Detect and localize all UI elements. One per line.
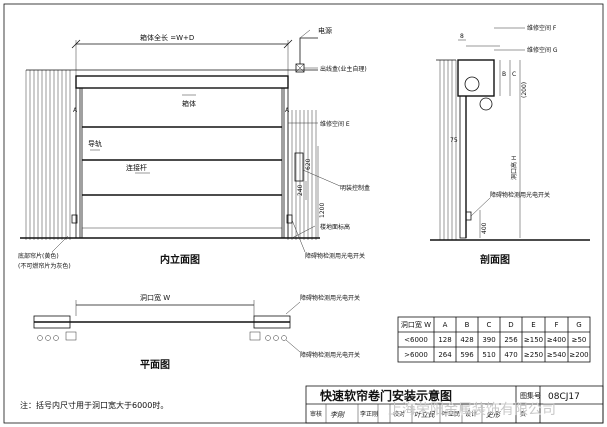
elevation-caption: 内立面图 <box>160 253 200 266</box>
table-cell: 470 <box>504 351 517 359</box>
bottom-curtain <box>81 227 283 239</box>
table-header-cell: D <box>508 321 513 329</box>
table-cell: 428 <box>460 336 473 344</box>
table-cell: 128 <box>438 336 451 344</box>
table-header-cell: 洞口宽 W <box>401 320 431 329</box>
table-cell: 390 <box>482 336 495 344</box>
atlas-label: 图集号 <box>520 391 541 400</box>
table-cell: 264 <box>438 351 452 359</box>
dim-c: C <box>512 71 516 78</box>
table-header-cell: E <box>531 321 535 329</box>
table-cell: <6000 <box>404 336 428 344</box>
plan-sensor-label-bottom: 障碍物检测用光电开关 <box>300 351 360 359</box>
outlet-label: 出线盒(业主自理) <box>320 65 367 73</box>
table-header-cell: C <box>487 321 492 329</box>
table-header-cell: B <box>465 321 470 329</box>
plan-view <box>33 300 301 353</box>
left-wall-hatch <box>25 70 71 240</box>
drawing-title: 快速软帘卷门安装示意图 <box>320 388 452 403</box>
section-box <box>457 59 495 97</box>
table-header-cell: F <box>554 321 558 329</box>
plan-caption: 平面图 <box>140 359 170 371</box>
plan-dim-w: 洞口宽 W <box>140 293 170 302</box>
roll-drum <box>464 76 480 92</box>
dimension-table <box>397 316 591 363</box>
table-header-cell: A <box>443 321 448 329</box>
motor-icon <box>479 97 493 111</box>
rail-label: 导轨 <box>88 139 102 148</box>
review-name: 李正刚 <box>360 410 378 418</box>
section-caption: 剖面图 <box>480 253 510 266</box>
bottom-curtain-label: 底部帘片(黄色) <box>18 252 59 260</box>
table-cell: 510 <box>482 351 495 359</box>
page-label: 页 <box>520 411 526 418</box>
dim-width-label: 箱体全长 =W+D <box>140 33 194 42</box>
mark-a-left: A <box>73 107 78 114</box>
check-label: 校对 <box>393 410 405 418</box>
dim-1200: 1200 <box>319 203 326 218</box>
check-name: 叶立民 <box>442 410 460 418</box>
headbox <box>75 75 289 89</box>
signature-check: 叶立民 <box>414 411 436 419</box>
table-cell: >6000 <box>404 351 428 359</box>
floor-elevation-label: 楼地面标高 <box>320 223 350 231</box>
photo-sensor-left <box>71 214 78 224</box>
dim-620: 620 <box>305 158 312 170</box>
section-rail <box>459 95 467 239</box>
service-e-label: 维修空间 E <box>320 120 350 128</box>
table-cell: ≥250 <box>524 351 543 359</box>
watermark-text: 上海荣阳金属装饰有限公司 <box>388 402 556 418</box>
curtain-note-label: (不可燃帘片为灰色) <box>18 262 71 270</box>
title-block <box>305 385 604 424</box>
table-cell: ≥200 <box>569 351 588 359</box>
sensor-label-elevation: 障碍物检测用光电开关 <box>305 252 365 260</box>
dim-200: (200) <box>521 82 528 98</box>
sheet-frame <box>3 3 604 424</box>
power-label: 电源 <box>318 26 332 35</box>
design-label: 设计 <box>465 410 477 418</box>
dimension-table-text: 洞口宽 W A B C D E F G <6000 128 428 390 256 ≥150 ≥400 ≥50… <box>401 320 589 359</box>
table-cell: 256 <box>504 336 518 344</box>
sensor-label-section: 障碍物检测用光电开关 <box>490 191 550 199</box>
control-box <box>294 152 304 182</box>
dim-8: 8 <box>460 33 464 40</box>
service-g-label: 维修空间 G <box>527 46 558 54</box>
table-cell: ≥150 <box>524 336 543 344</box>
table-header-cell: G <box>576 321 581 329</box>
dim-400: 400 <box>481 222 488 234</box>
dim-75: 75 <box>450 137 458 144</box>
signature-review: 李刚 <box>330 411 345 419</box>
table-cell: ≥400 <box>547 336 566 344</box>
plan-right-post <box>253 315 291 329</box>
note-text: 注：括号内尺寸用于洞口宽大于6000时。 <box>20 400 168 410</box>
plan-sensor-label-top: 障碍物检测用光电开关 <box>300 294 360 302</box>
table-cell: ≥540 <box>547 351 566 359</box>
signature-design: 史彤 <box>486 411 501 419</box>
dim-b: B <box>502 71 506 78</box>
table-cell: 596 <box>460 351 474 359</box>
service-f-label: 维修空间 F <box>527 24 557 32</box>
table-cell: ≥50 <box>572 336 587 344</box>
connecting-bar-label: 连接杆 <box>126 163 147 172</box>
door-opening <box>79 87 285 239</box>
photo-sensor-right <box>286 214 293 224</box>
elevation-view <box>20 29 341 253</box>
mark-a-right: A <box>285 107 290 114</box>
plan-left-post <box>33 315 71 329</box>
section-sensor <box>465 211 472 221</box>
control-box-label: 明装控制盒 <box>340 184 370 192</box>
dim-opening-height: 洞口高 H <box>510 156 518 180</box>
dim-240: 240 <box>297 184 304 196</box>
power-cable <box>299 37 318 64</box>
review-label: 审核 <box>310 410 322 418</box>
box-label: 箱体 <box>182 99 196 108</box>
atlas-number: 08CJ17 <box>548 392 580 402</box>
section-view <box>430 27 590 241</box>
